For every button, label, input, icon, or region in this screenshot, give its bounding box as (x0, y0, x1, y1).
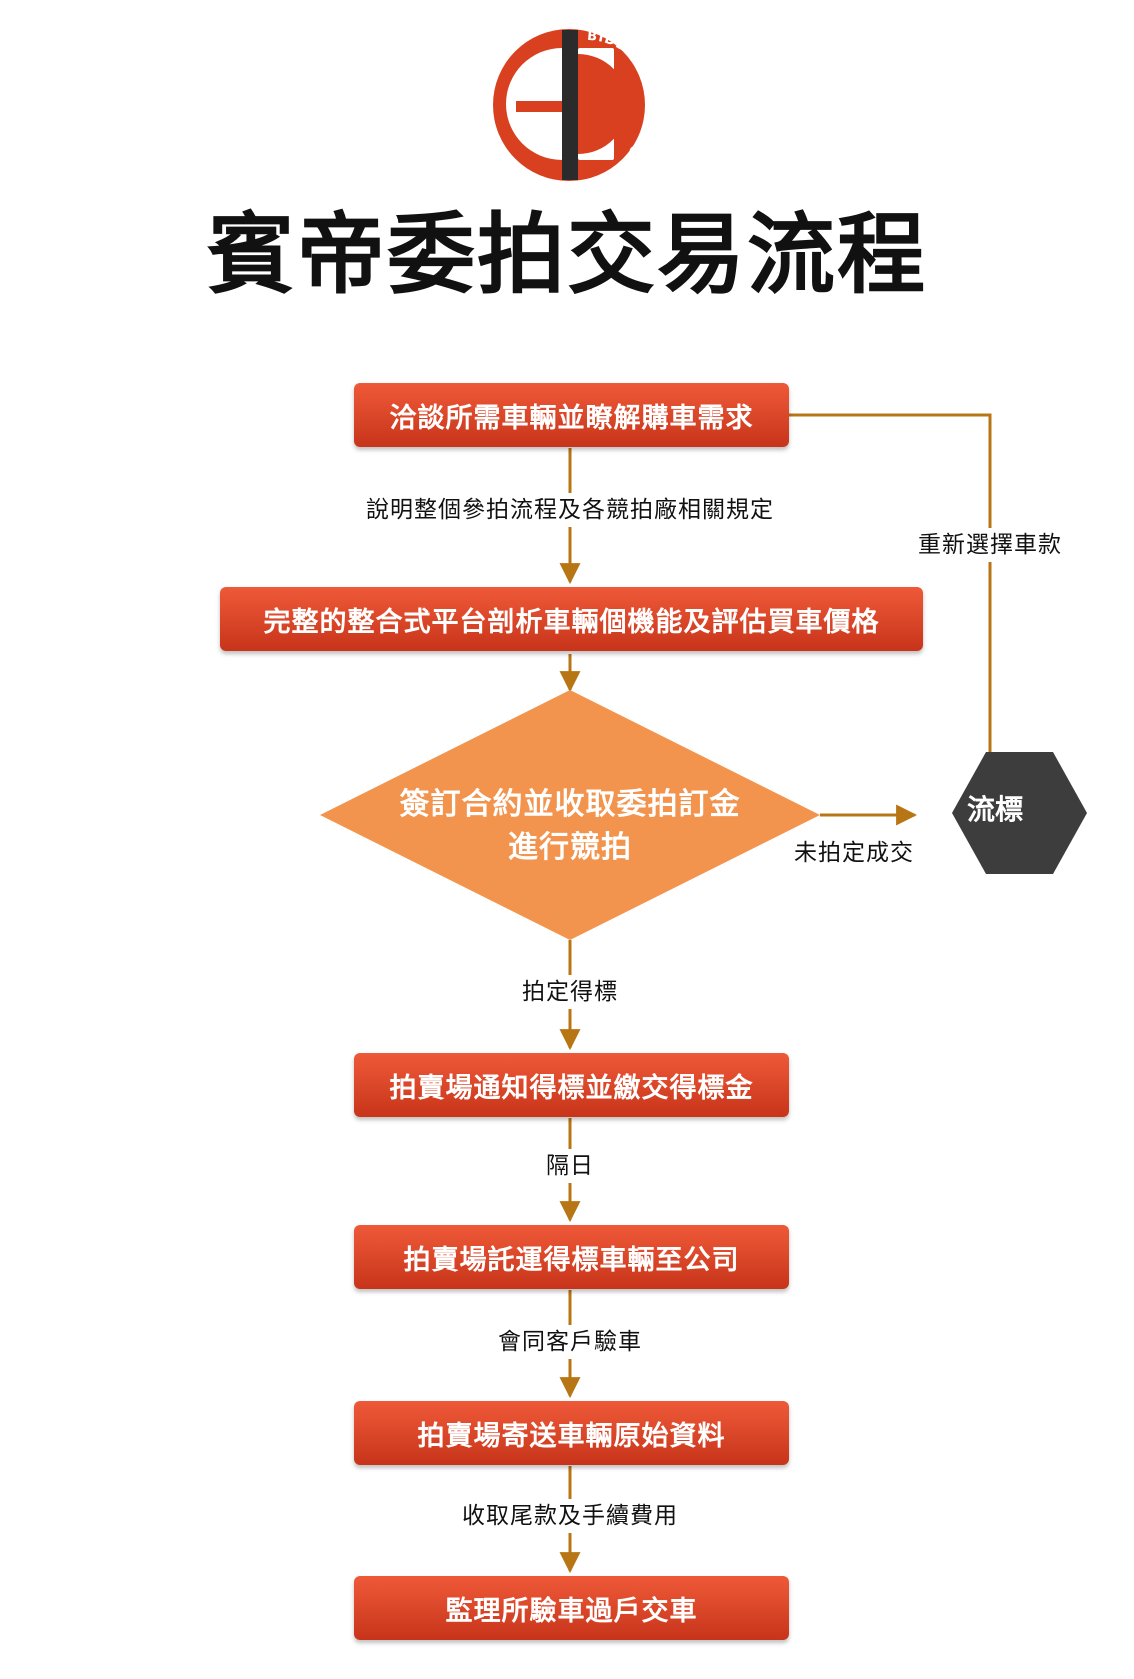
step-3-box: 拍賣場通知得標並繳交得標金 (354, 1053, 789, 1117)
label-explain: 說明整個參拍流程及各競拍廠相關規定 (362, 493, 778, 527)
step-5-box: 拍賣場寄送車輛原始資料 (354, 1401, 789, 1465)
label-inspect: 會同客戶驗車 (494, 1325, 646, 1359)
logo-i-bar (562, 30, 578, 180)
step-1-box: 洽談所需車輛並瞭解購車需求 (354, 383, 789, 447)
decision-line-2: 進行競拍 (508, 830, 632, 865)
terminal-label: 流標 (966, 793, 1023, 826)
decision-diamond (320, 690, 820, 940)
page-title: 賓帝委拍交易流程 (206, 203, 927, 306)
step-6-box: 監理所驗車過戶交車 (354, 1576, 789, 1640)
connector-reselect-loop (789, 413, 992, 752)
terminal-hexagon (952, 752, 1087, 874)
step-4-box: 拍賣場託運得標車輛至公司 (354, 1225, 789, 1289)
decision-text: 簽訂合約並收取委拍訂金 進行競拍 (370, 783, 770, 869)
logo-crossbar (516, 101, 562, 112)
label-payment: 收取尾款及手續費用 (458, 1499, 682, 1533)
logo-right-curve (578, 54, 628, 154)
bidding-cars-logo: BIDDING CARS 858 (493, 29, 660, 181)
label-no-deal: 未拍定成交 (790, 836, 918, 870)
decision-line-1: 簽訂合約並收取委拍訂金 (399, 787, 741, 822)
label-won: 拍定得標 (518, 975, 622, 1009)
step-2-box: 完整的整合式平台剖析車輛個機能及評估買車價格 (220, 587, 923, 651)
label-reselect: 重新選擇車款 (914, 528, 1066, 562)
label-next-day: 隔日 (542, 1149, 598, 1183)
